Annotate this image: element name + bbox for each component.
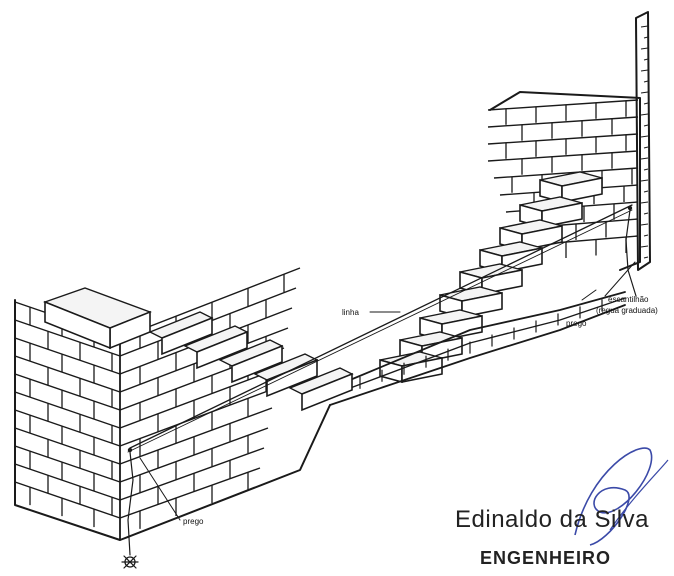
label-leaders bbox=[139, 261, 636, 521]
ruler-tick bbox=[640, 135, 649, 138]
ruler-tick bbox=[640, 25, 649, 28]
right-nail bbox=[625, 205, 637, 297]
brick-course-line bbox=[119, 367, 281, 429]
ruler-tick bbox=[643, 234, 649, 237]
left-stair-brick bbox=[148, 311, 214, 356]
brick-course-line bbox=[119, 447, 265, 501]
brick-side-face bbox=[161, 316, 213, 356]
ruler-tick bbox=[640, 201, 649, 204]
stepped-bricks bbox=[379, 171, 603, 384]
ruler-tick bbox=[640, 179, 649, 182]
left-stair-brick bbox=[183, 325, 249, 370]
label-regua: (regua graduada) bbox=[596, 306, 658, 315]
ruler-tick bbox=[643, 80, 649, 83]
ruler-tick bbox=[643, 256, 649, 259]
line-reel-icon bbox=[121, 555, 139, 569]
ruler-tick bbox=[643, 58, 649, 61]
brick-course-line bbox=[14, 463, 121, 501]
brick-side-face bbox=[561, 177, 603, 203]
brick-course-line bbox=[119, 387, 277, 447]
ruler-tick bbox=[643, 36, 649, 39]
brick-course-line bbox=[119, 427, 269, 483]
middle-wall-joints bbox=[359, 299, 603, 389]
brick-course-line bbox=[14, 481, 121, 519]
brick-course-line bbox=[14, 427, 121, 465]
left-nail bbox=[121, 447, 139, 569]
graduated-ruler bbox=[635, 11, 651, 271]
label-escantilhao: escantilhão bbox=[608, 295, 649, 304]
label-prego-right: prego bbox=[566, 319, 587, 328]
left-corner-pier bbox=[14, 267, 331, 541]
ruler-tick bbox=[640, 113, 649, 116]
brick-course-line bbox=[487, 99, 639, 111]
ruler-ticks bbox=[640, 25, 649, 259]
brick-course-line bbox=[487, 133, 639, 145]
brick-course-line bbox=[14, 373, 121, 411]
left-stepped-bricks bbox=[148, 311, 354, 412]
ruler-tick bbox=[643, 212, 649, 215]
brick-course-line bbox=[14, 445, 121, 483]
stair-brick bbox=[539, 171, 603, 204]
brick-course-line bbox=[119, 407, 273, 465]
ruler-tick bbox=[643, 102, 649, 105]
left-stair-brick bbox=[253, 353, 319, 398]
brick-course-line bbox=[487, 150, 639, 162]
ruler-tick bbox=[640, 245, 649, 248]
brick-course-line bbox=[14, 319, 121, 357]
string-line bbox=[127, 204, 633, 453]
brick-side-face bbox=[401, 357, 443, 383]
label-prego-left: prego bbox=[183, 517, 204, 526]
label-linha: linha bbox=[342, 308, 359, 317]
brick-side-face bbox=[196, 330, 248, 370]
middle-wall bbox=[329, 291, 626, 406]
left-stair-brick bbox=[218, 339, 284, 384]
ruler-tick bbox=[640, 223, 649, 226]
brick-course-line bbox=[493, 167, 639, 179]
brick-side-face bbox=[266, 358, 318, 398]
signature-title: ENGENHEIRO bbox=[480, 548, 612, 568]
ruler-tick bbox=[643, 124, 649, 127]
ruler-tick bbox=[643, 190, 649, 193]
left-stair-brick bbox=[288, 367, 354, 412]
brick-course-line bbox=[119, 467, 261, 519]
ruler-tick bbox=[640, 69, 649, 72]
brick-course-line bbox=[487, 116, 639, 128]
ruler-tick bbox=[640, 47, 649, 50]
ruler-tick bbox=[643, 146, 649, 149]
ruler-tick bbox=[640, 157, 649, 160]
brick-course-line bbox=[14, 409, 121, 447]
signature-name: Edinaldo da Silva bbox=[455, 506, 649, 533]
brick-side-face bbox=[301, 372, 353, 412]
brick-course-line bbox=[14, 337, 121, 375]
handwritten-signature bbox=[574, 447, 669, 546]
ruler-tick bbox=[640, 91, 649, 94]
ruler-tick bbox=[643, 168, 649, 171]
brick-course-line bbox=[14, 355, 121, 393]
brick-side-face bbox=[231, 344, 283, 384]
brick-course-line bbox=[14, 391, 121, 429]
